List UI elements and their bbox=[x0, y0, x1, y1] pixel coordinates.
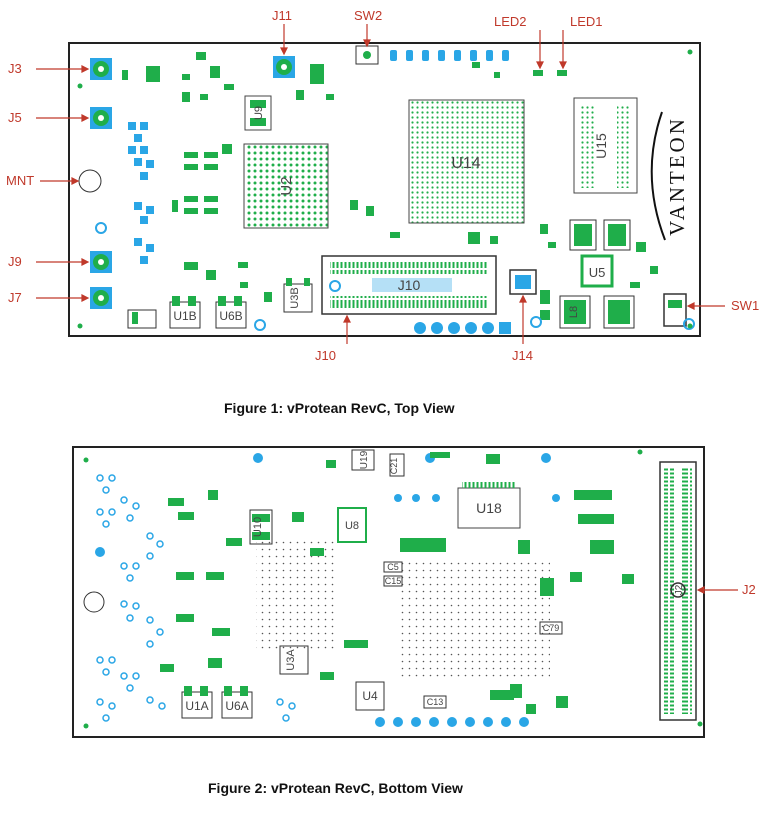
chip-u2 bbox=[243, 143, 329, 229]
chip-u14 bbox=[408, 99, 525, 224]
silk-u6b: U6B bbox=[219, 309, 242, 323]
chip-u5 bbox=[580, 254, 614, 288]
silk-u19: U19 bbox=[359, 450, 370, 469]
via-field-bottom-left bbox=[96, 474, 296, 722]
silk-u14: U14 bbox=[451, 155, 480, 172]
silk-u1a: U1A bbox=[185, 699, 208, 713]
chip-u1a bbox=[181, 691, 213, 719]
vanteon-logo-arc bbox=[650, 111, 666, 241]
chip-u6a bbox=[221, 691, 253, 719]
callout-leaders bbox=[36, 24, 738, 594]
rf-connector-j9 bbox=[90, 251, 112, 273]
passive-components-bottom bbox=[160, 452, 634, 714]
inductors-right bbox=[559, 219, 635, 329]
vanteon-logo-text: VANTEON bbox=[665, 116, 689, 236]
silk-u2: U2 bbox=[278, 176, 295, 195]
rf-connector-j7 bbox=[90, 287, 112, 309]
silk-j2: J2 bbox=[674, 584, 685, 595]
silk-u18: U18 bbox=[476, 500, 502, 516]
chip-u10 bbox=[249, 509, 273, 545]
callout-mnt: MNT bbox=[6, 173, 35, 188]
silk-u1b: U1B bbox=[173, 309, 196, 323]
figure-caption-top: Figure 1: vProtean RevC, Top View bbox=[224, 400, 455, 416]
silk-c15: C15 bbox=[385, 576, 402, 586]
silk-u8: U8 bbox=[345, 520, 359, 532]
cap-c13 bbox=[423, 695, 447, 709]
chip-u19 bbox=[351, 449, 375, 471]
mounting-hole-bottom bbox=[83, 591, 105, 613]
chip-u18 bbox=[457, 487, 521, 529]
passive-components-top bbox=[122, 52, 498, 302]
cap-c21 bbox=[389, 453, 405, 477]
cap-c15 bbox=[383, 575, 403, 587]
via-rings-top bbox=[95, 222, 695, 331]
cap-c79 bbox=[539, 621, 563, 635]
callout-j11: J11 bbox=[272, 8, 292, 23]
chip-u1b bbox=[169, 301, 201, 329]
header-pad-row-top bbox=[390, 50, 509, 61]
via-rings-bottom bbox=[95, 453, 560, 727]
silk-u15: U15 bbox=[593, 133, 609, 159]
chip-u3b bbox=[283, 283, 313, 313]
silk-u6a: U6A bbox=[225, 699, 248, 713]
callout-sw1: SW1 bbox=[731, 298, 760, 313]
rf-connector-j5 bbox=[90, 107, 112, 129]
via-grid-center bbox=[400, 560, 550, 680]
callout-j7: J7 bbox=[8, 290, 22, 305]
callout-j14: J14 bbox=[512, 348, 533, 363]
silk-c13: C13 bbox=[427, 697, 444, 707]
header-pad-row-bottom bbox=[414, 322, 511, 334]
chip-u9 bbox=[244, 95, 272, 131]
silk-c79: C79 bbox=[543, 623, 560, 633]
chip-u3a bbox=[279, 645, 309, 675]
connector-j14 bbox=[509, 269, 537, 295]
silk-u9: U9 bbox=[253, 106, 265, 120]
chip-u8 bbox=[337, 507, 367, 543]
rf-connector-j3 bbox=[90, 58, 112, 80]
callout-j3: J3 bbox=[8, 61, 22, 76]
silk-j10: J10 bbox=[398, 277, 421, 293]
chip-u6b bbox=[215, 301, 247, 329]
callout-j10: J10 bbox=[315, 348, 336, 363]
silk-u5: U5 bbox=[589, 265, 606, 280]
chip-u4 bbox=[355, 681, 385, 711]
callout-j5: J5 bbox=[8, 110, 22, 125]
silk-c5: C5 bbox=[387, 562, 399, 572]
rf-connector-j11 bbox=[273, 56, 295, 78]
mounting-hole bbox=[78, 169, 102, 193]
switch-sw1 bbox=[663, 293, 687, 327]
led-led2 bbox=[533, 70, 543, 76]
silk-u4: U4 bbox=[362, 689, 378, 703]
silk-u3b: U3B bbox=[289, 287, 301, 308]
passive-components-right bbox=[472, 62, 658, 320]
via-pad-cluster bbox=[128, 122, 154, 264]
led-led1 bbox=[557, 70, 567, 76]
callout-sw2: SW2 bbox=[354, 8, 383, 23]
figure-caption-bottom: Figure 2: vProtean RevC, Bottom View bbox=[208, 780, 463, 796]
callout-led1: LED1 bbox=[570, 14, 603, 29]
callout-j2: J2 bbox=[742, 582, 756, 597]
cap-c5 bbox=[383, 561, 403, 573]
via-grid-left bbox=[256, 540, 336, 650]
callout-led2: LED2 bbox=[494, 14, 527, 29]
silk-c21: C21 bbox=[389, 458, 399, 475]
silk-u3a: U3A bbox=[285, 649, 297, 671]
callout-j9: J9 bbox=[8, 254, 22, 269]
silk-u10: U10 bbox=[252, 517, 264, 537]
silk-l8: L8 bbox=[568, 306, 580, 318]
